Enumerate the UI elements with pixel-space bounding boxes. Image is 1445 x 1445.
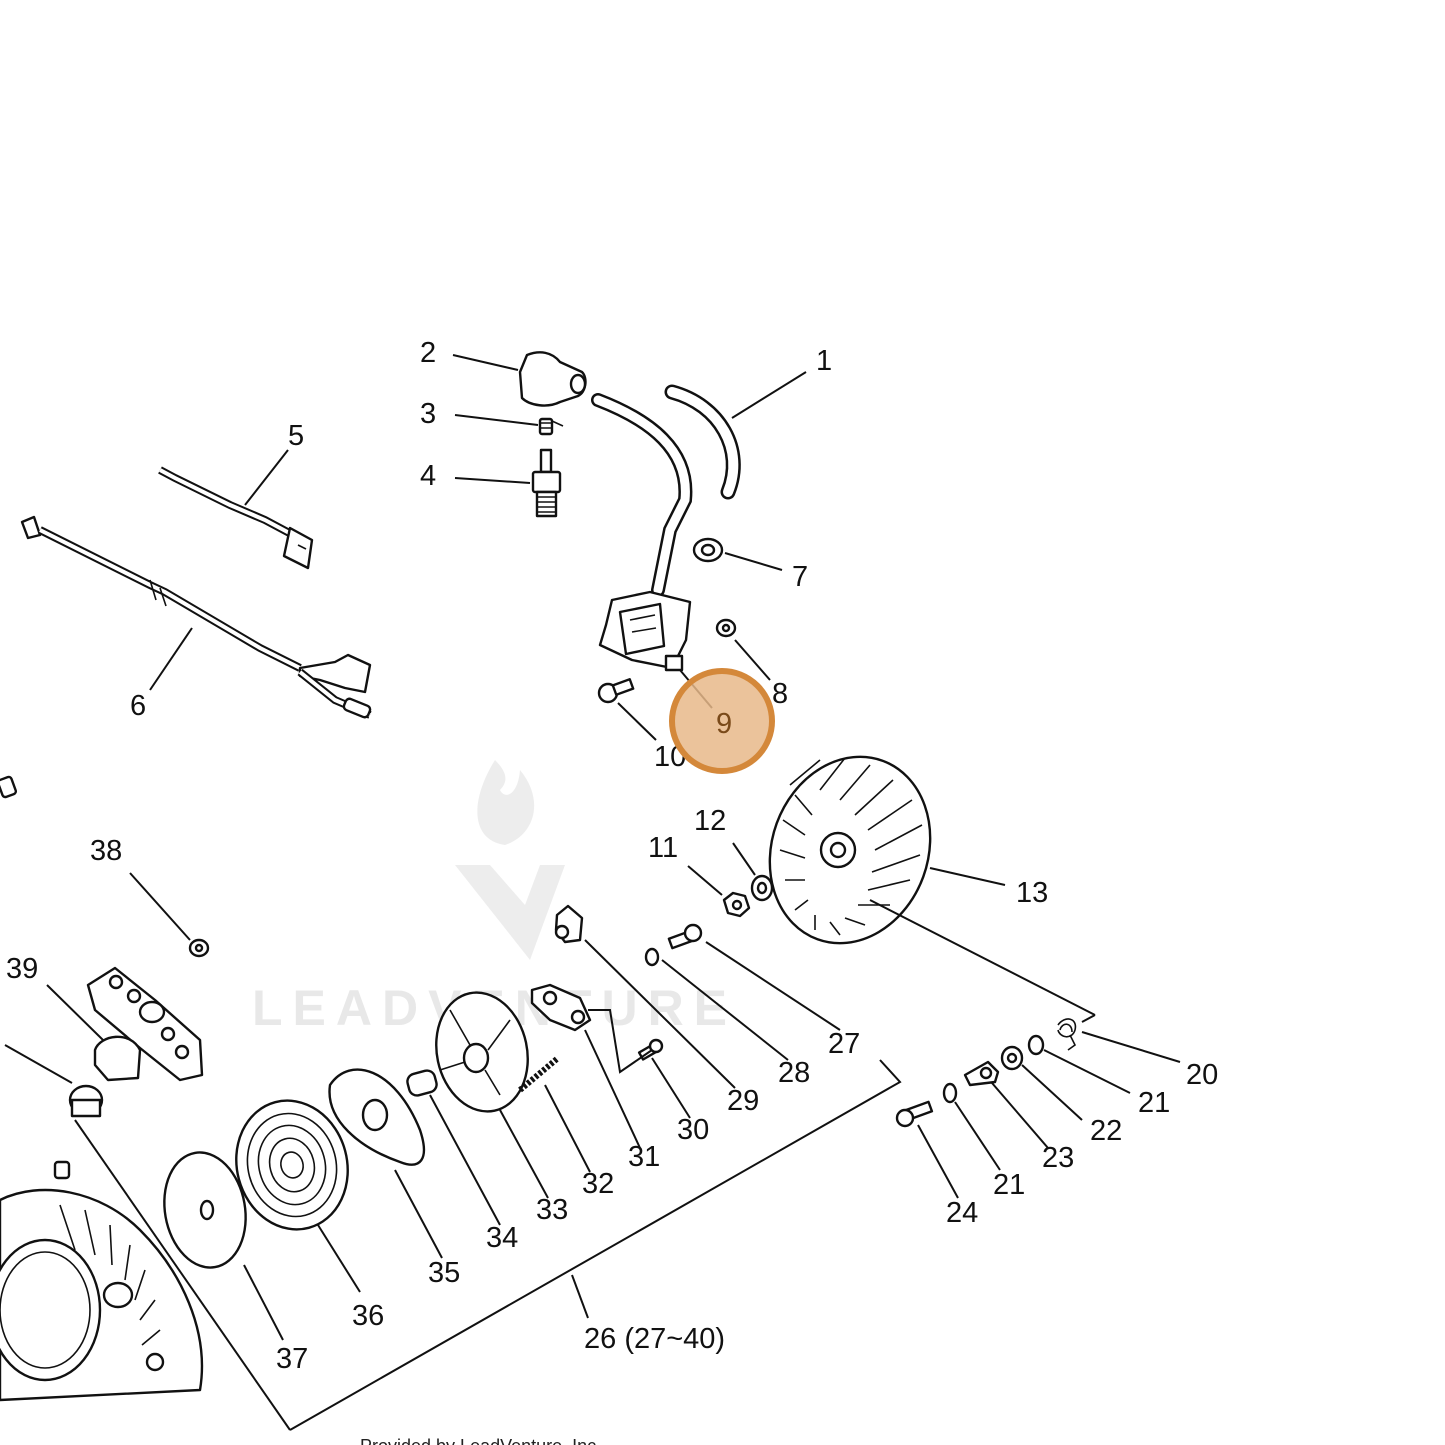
starter-housing bbox=[0, 1188, 204, 1402]
part-38-washer bbox=[188, 938, 210, 958]
part-7-grommet bbox=[692, 537, 724, 563]
small-pin bbox=[0, 775, 71, 1180]
part-24-bolt bbox=[895, 1100, 934, 1128]
callout-27: 27 bbox=[828, 1028, 860, 1060]
part-20-spring bbox=[1057, 1018, 1077, 1051]
callout-34: 34 bbox=[486, 1222, 518, 1254]
highlight-marker-part-9[interactable]: 9 bbox=[669, 668, 775, 774]
callout-1: 1 bbox=[816, 345, 832, 377]
part-27-bolt bbox=[667, 923, 703, 950]
part-3-spring bbox=[538, 417, 564, 436]
callout-29: 29 bbox=[727, 1085, 759, 1117]
part-4-spark-plug bbox=[531, 448, 562, 518]
callout-3: 3 bbox=[420, 398, 436, 430]
callout-35: 35 bbox=[428, 1257, 460, 1289]
ignition-lead-wire bbox=[591, 393, 693, 597]
part-39-handle bbox=[86, 966, 204, 1082]
ignition-coil bbox=[598, 590, 692, 672]
callout-38: 38 bbox=[90, 835, 122, 867]
part-5-wire bbox=[158, 466, 314, 570]
part-12-washer bbox=[750, 874, 774, 902]
assembly-label: 26 (27~40) bbox=[584, 1323, 725, 1355]
part-40-grommet bbox=[68, 1084, 104, 1118]
callout-39: 39 bbox=[6, 953, 38, 985]
callout-24: 24 bbox=[946, 1197, 978, 1229]
callout-33: 33 bbox=[536, 1194, 568, 1226]
callout-5: 5 bbox=[288, 420, 304, 452]
callout-36: 36 bbox=[352, 1300, 384, 1332]
callout-11: 11 bbox=[648, 832, 678, 864]
part-34-collar bbox=[406, 1069, 438, 1097]
part-2-plug-cap bbox=[518, 351, 587, 407]
part-10-bolt bbox=[597, 678, 635, 704]
part-11-nut bbox=[722, 891, 751, 918]
part-21-washer-b bbox=[942, 1082, 958, 1104]
watermark: LEADVENTURE bbox=[252, 760, 727, 1036]
footer-credit: Provided by LeadVenture, Inc. bbox=[360, 1436, 601, 1445]
part-22-collar bbox=[1000, 1045, 1024, 1071]
callout-20: 20 bbox=[1186, 1059, 1218, 1091]
callout-9: 9 bbox=[716, 708, 732, 740]
callout-28: 28 bbox=[778, 1057, 810, 1089]
part-6-wire-harness bbox=[20, 515, 372, 719]
v-logo-icon bbox=[455, 865, 565, 960]
part-13-flywheel bbox=[768, 755, 932, 945]
part-36-spring bbox=[235, 1099, 349, 1231]
part-29-pawl bbox=[554, 904, 584, 944]
callout-21-a: 21 bbox=[1138, 1087, 1170, 1119]
part-35-plate bbox=[328, 1068, 426, 1166]
flame-logo-icon bbox=[477, 760, 535, 845]
callout-4: 4 bbox=[420, 460, 436, 492]
callout-21-b: 21 bbox=[993, 1169, 1025, 1201]
callout-labels: 1 2 3 4 5 6 7 8 10 11 12 13 20 21 22 23 … bbox=[6, 337, 1218, 1375]
callout-32: 32 bbox=[582, 1168, 614, 1200]
callout-30: 30 bbox=[677, 1114, 709, 1146]
callout-37: 37 bbox=[276, 1343, 308, 1375]
callout-7: 7 bbox=[792, 561, 808, 593]
part-33-reel bbox=[435, 991, 529, 1113]
highlight-circle[interactable] bbox=[669, 668, 775, 774]
part-1-tube bbox=[664, 384, 741, 500]
part-8-washer bbox=[715, 618, 737, 638]
part-28-washer bbox=[644, 947, 660, 967]
callout-23: 23 bbox=[1042, 1142, 1074, 1174]
part-31-pawl-plate bbox=[530, 983, 592, 1032]
callout-13: 13 bbox=[1016, 877, 1048, 909]
part-23-pawl bbox=[963, 1060, 1000, 1087]
callout-12: 12 bbox=[694, 805, 726, 837]
part-32-rope bbox=[518, 1055, 560, 1093]
callout-31: 31 bbox=[628, 1141, 660, 1173]
callout-6: 6 bbox=[130, 690, 146, 722]
part-37-disc bbox=[163, 1151, 247, 1269]
part-21-washer-a bbox=[1027, 1034, 1045, 1056]
leader-lines bbox=[4, 354, 1181, 1431]
callout-2: 2 bbox=[420, 337, 436, 369]
callout-22: 22 bbox=[1090, 1115, 1122, 1147]
callout-8: 8 bbox=[772, 678, 788, 710]
